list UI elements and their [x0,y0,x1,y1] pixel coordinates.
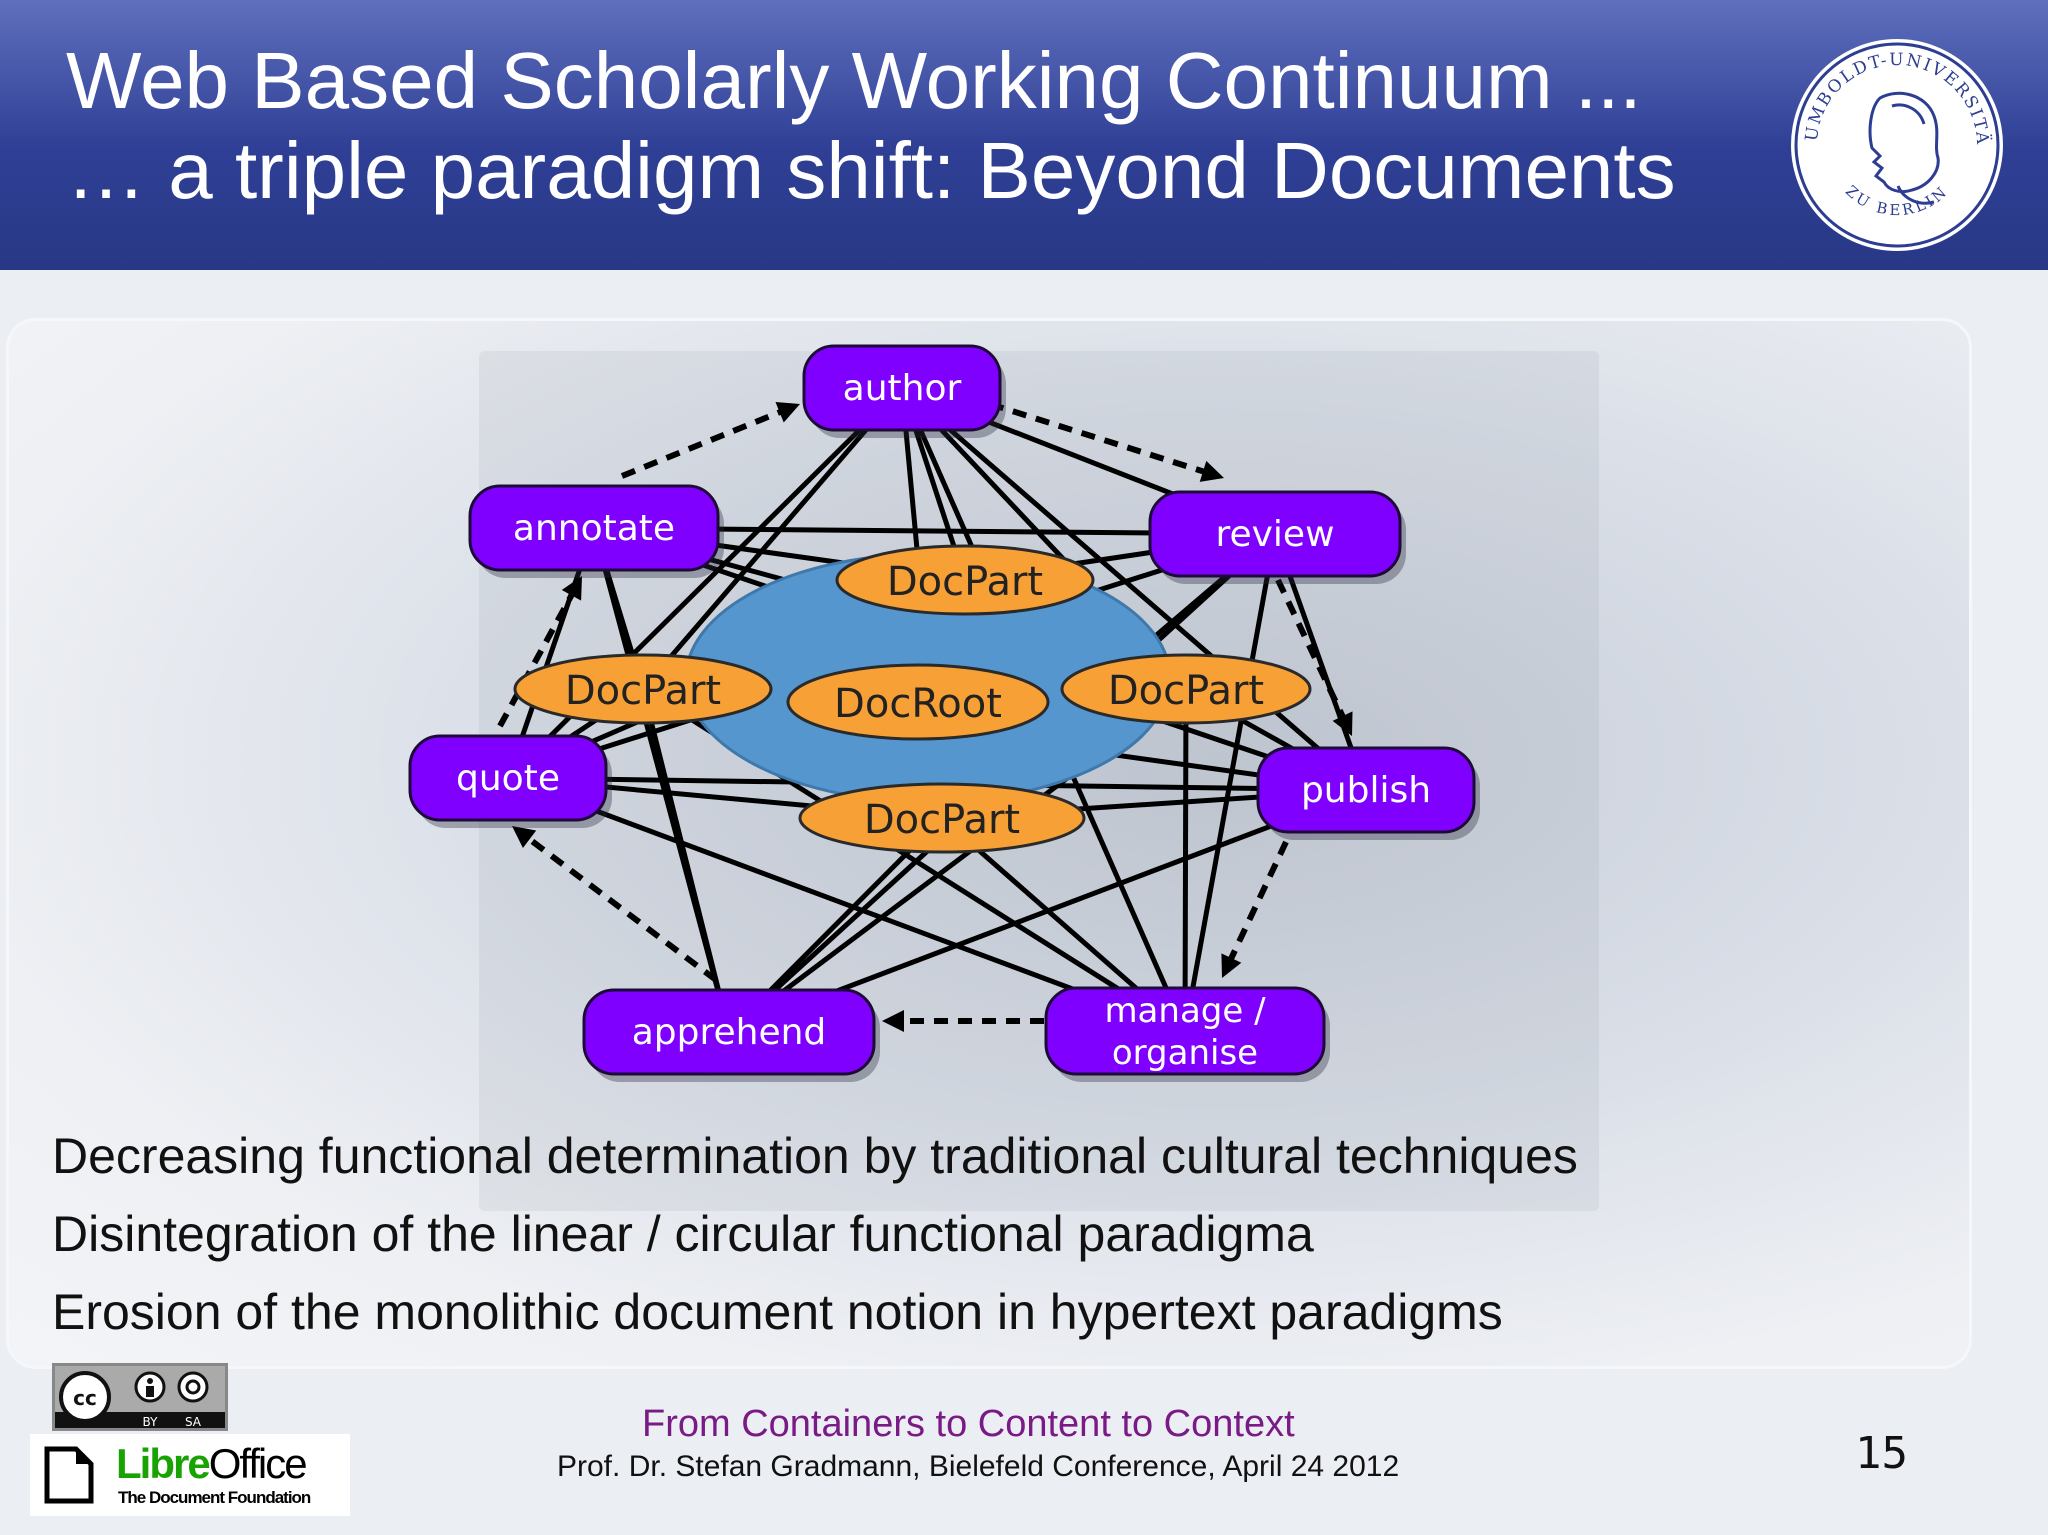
workflow-dashed-line [524,834,718,983]
workflow-arrowhead [1199,460,1224,482]
footer-title: From Containers to Content to Context [642,1403,1295,1445]
slide-title-line-1: Web Based Scholarly Working Continuum ..… [66,36,1642,125]
workflow-dashed-line [497,590,576,728]
activity-label: manage / [1104,991,1266,1031]
doc-part-node: DocPart [1060,653,1312,725]
cc-by-label: BY [143,1415,159,1428]
workflow-arrowhead [561,576,582,601]
doc-part-label: DocPart [887,559,1043,605]
connection-line [1182,688,1189,1032]
workflow-arrowhead [512,826,537,849]
doc-part-node: DocPart [798,782,1086,854]
bullet-point: Erosion of the monolithic document notio… [52,1284,1503,1340]
doc-part-label: DocPart [565,668,721,714]
activity-node-apprehend: apprehend [582,988,880,1082]
activity-node-publish: publish [1256,746,1480,840]
workflow-arrowhead [1332,711,1353,736]
cc-sa-label: SA [185,1415,202,1428]
footer-subtitle: Prof. Dr. Stefan Gradmann, Bielefeld Con… [557,1450,1400,1483]
profile-portrait-icon [1868,91,1940,205]
activity-node-review: review [1148,490,1406,584]
workflow-dashed-line [620,407,785,479]
workflow-dashed-line [1226,840,1289,963]
doc-part-label: DocPart [864,797,1020,843]
doc-part-node: DocPart [513,653,773,725]
connection-line [1182,533,1278,1032]
activity-node-annotate: annotate [468,484,724,578]
libreoffice-logo: LibreOffice The Document Foundation [30,1434,350,1516]
document-icon [44,1446,94,1504]
doc-part-label: DocPart [1108,668,1264,714]
bullet-point: Decreasing functional determination by t… [52,1128,1578,1184]
activity-label: annotate [513,508,675,549]
libreoffice-office: Office [208,1440,308,1487]
connection-line [641,386,904,691]
bullet-point: Disintegration of the linear / circular … [52,1206,1314,1262]
libreoffice-tagline: The Document Foundation [118,1488,311,1507]
libreoffice-libre: Libre [116,1440,211,1487]
workflow-arrowhead [775,402,800,423]
workflow-dashed-line [989,401,1208,476]
creative-commons-badge: cc BY SA [52,1363,228,1431]
activity-label: apprehend [632,1012,827,1053]
page-number: 15 [1855,1428,1908,1479]
svg-text:cc: cc [73,1386,97,1410]
activity-node-author: author [802,344,1006,438]
doc-part-node: DocPart [835,544,1095,616]
activity-label: author [843,368,962,409]
connection-line [591,527,732,1033]
activity-label: organise [1112,1033,1258,1073]
university-seal-logo: HUMBOLDT-UNIVERSITÄT ZU BERLIN [1788,36,2003,251]
workflow-dashed-line [1275,578,1347,722]
slide-title-line-2: … a triple paradigm shift: Beyond Docume… [66,126,1676,215]
activity-label: publish [1301,770,1431,811]
workflow-arrowhead [882,1010,904,1032]
cc-icon [59,1371,111,1423]
libreoffice-wordmark: LibreOffice [116,1440,308,1488]
workflow-arrowhead [1221,953,1242,978]
share-alike-icon [177,1371,209,1403]
activity-node-manage: manage /organise [1044,986,1330,1082]
activity-label: review [1215,514,1334,555]
doc-root-node: DocRoot [786,663,1050,741]
slide-header: Web Based Scholarly Working Continuum ..… [0,0,2048,270]
doc-part-label: DocRoot [834,681,1002,727]
activity-node-quote: quote [408,734,612,828]
activity-label: quote [456,758,560,799]
connection-line [900,386,1368,792]
